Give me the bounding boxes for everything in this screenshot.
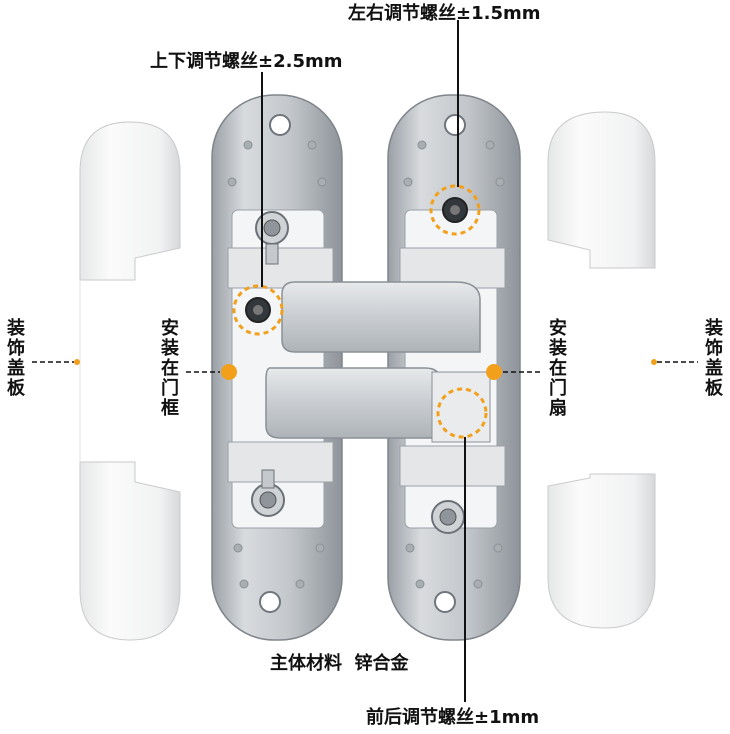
label-cover-left: 装饰盖板 — [4, 318, 25, 398]
highlight-fb-screw — [436, 387, 488, 439]
door-side-dot — [486, 364, 502, 380]
screw-lr-adjust — [442, 197, 468, 223]
label-material: 主体材料 锌合金 — [270, 653, 409, 674]
label-lr-adjust: 左右调节螺丝±1.5mm — [348, 3, 541, 24]
screw-top-left — [255, 211, 289, 265]
screw-bottom-left — [251, 469, 285, 517]
label-frame-side: 安装在门框 — [158, 318, 179, 418]
screw-bottom-right — [431, 500, 465, 534]
label-fb-adjust: 前后调节螺丝±1mm — [366, 707, 540, 728]
label-door-side: 安装在门扇 — [546, 318, 567, 418]
highlight-ud-screw — [232, 284, 284, 336]
cover-plate-left — [79, 121, 181, 641]
hinge-arm-lower — [265, 367, 441, 439]
label-cover-right: 装饰盖板 — [702, 318, 723, 398]
label-ud-adjust: 上下调节螺丝±2.5mm — [150, 51, 343, 72]
cover-plate-right — [547, 111, 656, 629]
screw-ud-adjust — [245, 297, 271, 323]
hinge-arm-upper — [281, 281, 481, 353]
frame-side-dot — [221, 364, 237, 380]
highlight-lr-screw — [429, 184, 481, 236]
mounting-holes — [259, 114, 466, 613]
